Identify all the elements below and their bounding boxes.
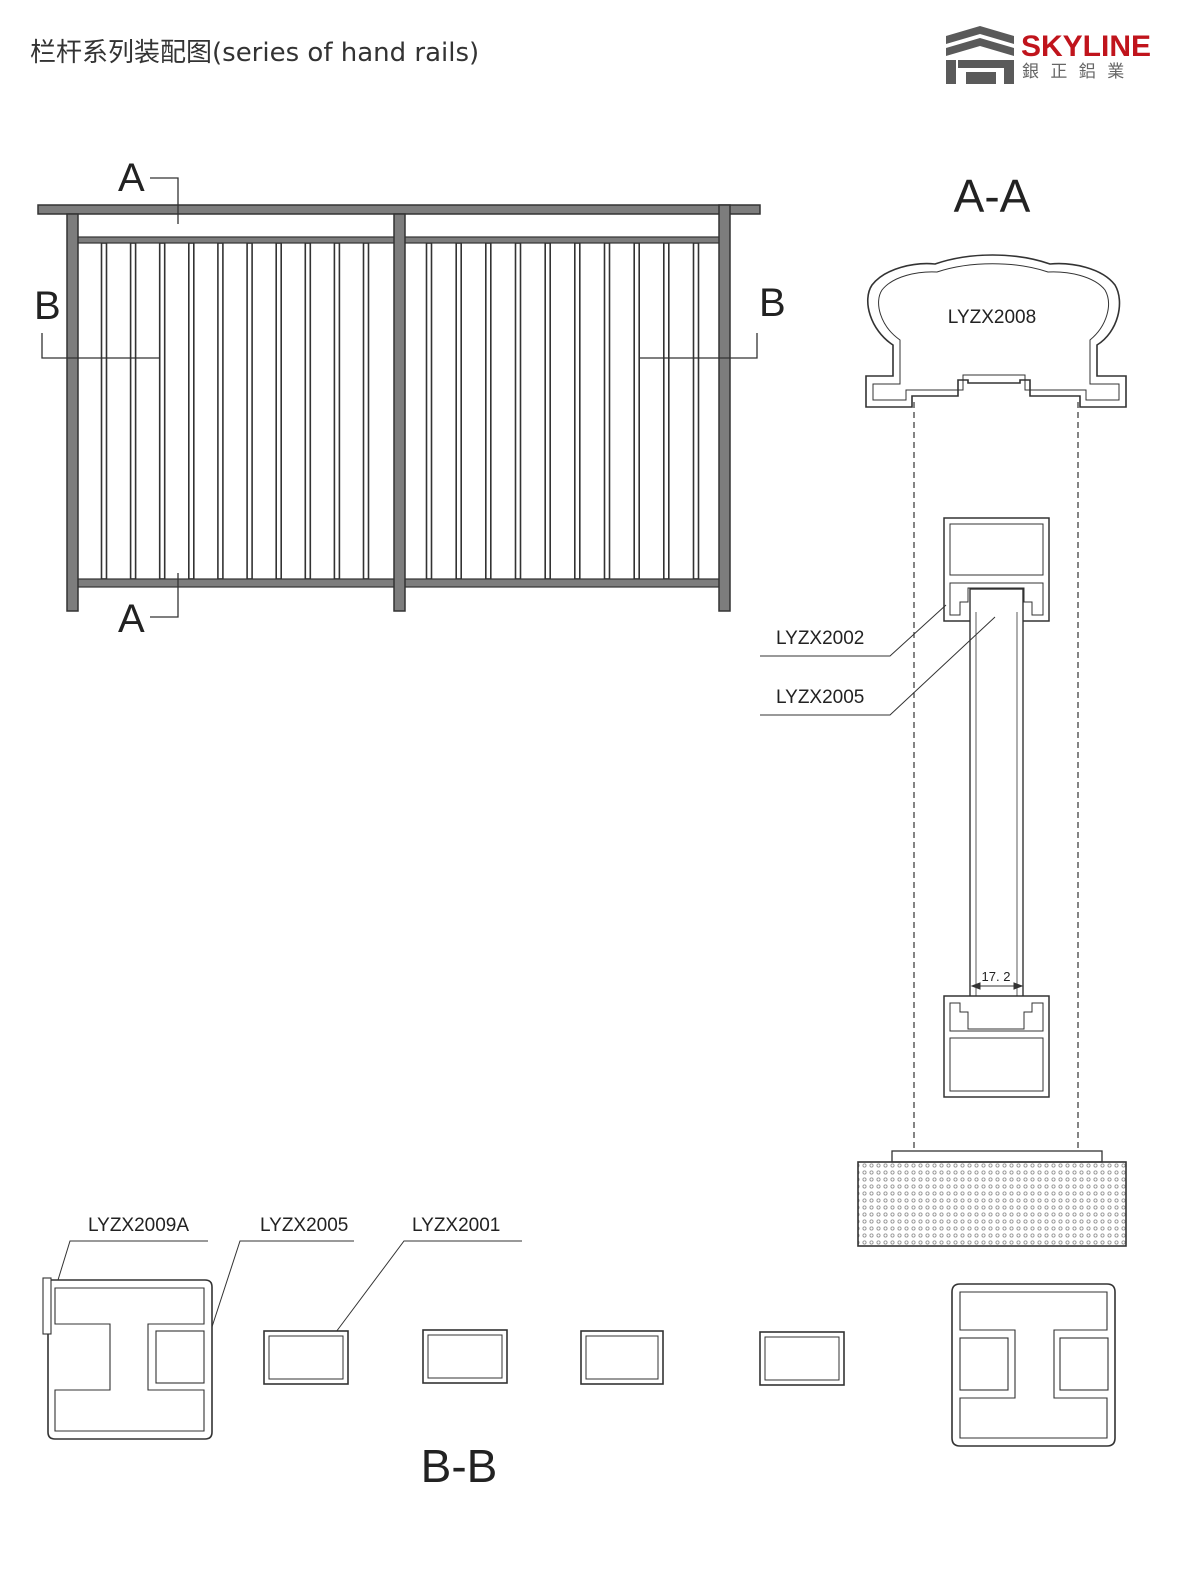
base-plate bbox=[891, 1150, 1103, 1163]
part-label-lyzx2005-aa: LYZX2005 bbox=[776, 687, 864, 708]
baluster-1-3 bbox=[158, 242, 166, 580]
section-aa: A-A LYZX2008 17. 2 bbox=[760, 170, 1127, 1247]
post-right bbox=[718, 204, 731, 612]
baluster-2-8 bbox=[633, 242, 641, 580]
baluster-1-10 bbox=[362, 242, 370, 580]
baluster-1-6 bbox=[246, 242, 253, 580]
baluster-2-5 bbox=[544, 242, 552, 580]
top-rail bbox=[37, 204, 761, 215]
baluster-2-1 bbox=[425, 242, 433, 580]
section-bb: LYZX2009A LYZX2005 LYZX2001 bbox=[42, 1215, 1116, 1492]
section-label-b-right: B bbox=[759, 281, 786, 325]
baluster-2-4 bbox=[514, 242, 522, 580]
leader-lines bbox=[760, 604, 996, 716]
top-rail-profile bbox=[865, 254, 1127, 408]
baluster-sections bbox=[263, 1329, 845, 1386]
railing-elevation: A A B B bbox=[34, 156, 786, 641]
baluster-1-7 bbox=[275, 242, 283, 580]
baluster-2-2 bbox=[455, 242, 463, 580]
baluster-1-2 bbox=[129, 242, 137, 580]
top-rail-inner-line bbox=[872, 263, 1120, 401]
baluster-1-4 bbox=[188, 242, 195, 580]
section-aa-title: A-A bbox=[954, 170, 1031, 222]
brand-subtitle: 銀 正 鋁 業 bbox=[1022, 62, 1127, 82]
page-title: 栏杆系列装配图(series of hand rails) bbox=[30, 38, 480, 68]
section-label-a-top: A bbox=[118, 156, 145, 200]
skyline-logo: SKYLINE 銀 正 鋁 業 bbox=[946, 26, 1151, 84]
part-label-lyzx2001: LYZX2001 bbox=[412, 1215, 500, 1236]
part-label-lyzx2005-bb: LYZX2005 bbox=[260, 1215, 348, 1236]
part-label-lyzx2009a: LYZX2009A bbox=[88, 1215, 189, 1236]
section-label-b-left: B bbox=[34, 284, 61, 328]
section-bb-title: B-B bbox=[421, 1440, 498, 1492]
post-middle bbox=[393, 213, 406, 612]
baluster-2-9 bbox=[662, 242, 670, 580]
baluster-2-10 bbox=[692, 242, 700, 580]
baluster-2-3 bbox=[484, 242, 492, 580]
dimension-label: 17. 2 bbox=[982, 969, 1011, 984]
dimension-line bbox=[970, 982, 1024, 990]
logo-mark-icon bbox=[946, 26, 1014, 84]
baluster-1-9 bbox=[333, 242, 341, 580]
baluster-2-6 bbox=[573, 242, 581, 580]
baluster-section bbox=[969, 588, 1024, 1030]
top-rail-label: LYZX2008 bbox=[948, 307, 1036, 328]
section-markers bbox=[41, 177, 758, 618]
bottom-rail-section bbox=[943, 995, 1050, 1098]
section-label-a-bottom: A bbox=[118, 597, 145, 641]
post-section-left bbox=[42, 1277, 213, 1440]
baluster-1-5 bbox=[217, 242, 224, 580]
baluster-1-8 bbox=[304, 242, 312, 580]
bb-leader-lines bbox=[57, 1240, 522, 1334]
baluster-2-7 bbox=[603, 242, 611, 580]
baluster-1-1 bbox=[100, 242, 108, 580]
brand-name: SKYLINE bbox=[1021, 30, 1151, 63]
post-left bbox=[66, 213, 79, 612]
post-section-right bbox=[951, 1283, 1116, 1447]
concrete-base bbox=[857, 1161, 1127, 1247]
part-label-lyzx2002: LYZX2002 bbox=[776, 628, 864, 649]
guide-lines bbox=[913, 402, 1079, 1150]
